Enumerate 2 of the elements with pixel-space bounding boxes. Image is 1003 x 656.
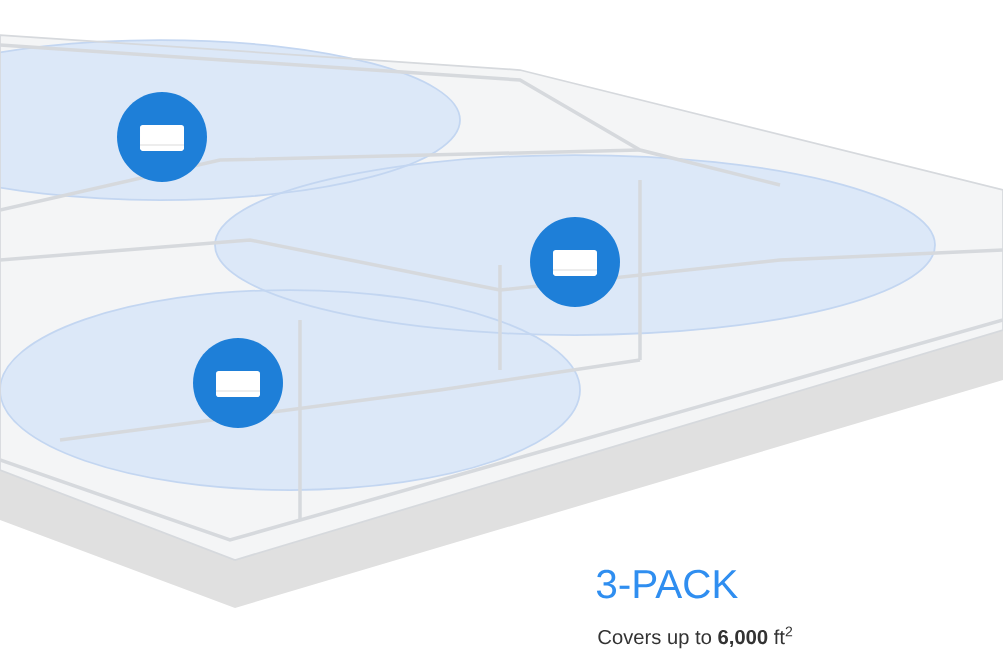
coverage-text: Covers up to 6,000 ft$^{2}$ <box>598 626 793 649</box>
pack-title: 3-PACK <box>596 569 738 599</box>
